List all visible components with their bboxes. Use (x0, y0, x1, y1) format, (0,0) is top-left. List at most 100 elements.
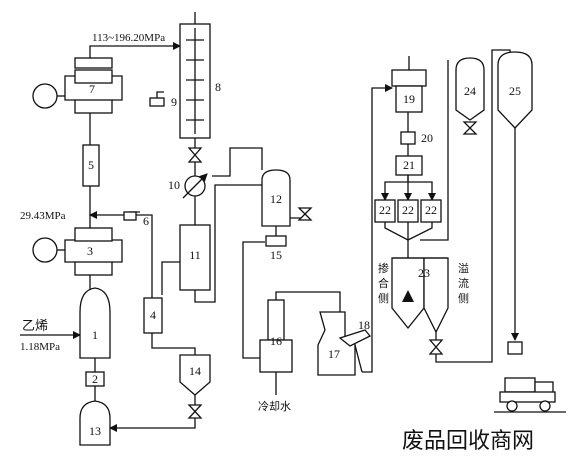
pipe-21-22a (381, 175, 409, 201)
compressor-3-upper (74, 227, 113, 242)
unit-22a (374, 199, 396, 223)
pipe-valve-25 (435, 49, 511, 363)
num-15: 15 (270, 248, 282, 262)
pipe-to-reactor (89, 42, 181, 58)
num-7: 7 (89, 82, 95, 96)
valve-12 (297, 207, 313, 221)
truck (494, 341, 566, 413)
truck-hopper (507, 341, 523, 355)
motor-3-icon (32, 237, 58, 263)
compressor-7-upper (74, 69, 113, 84)
pipe-return-13 (109, 418, 196, 432)
silo-24 (455, 57, 485, 121)
truck-bed (499, 391, 556, 403)
truck-load (504, 377, 536, 393)
num-4: 4 (150, 308, 156, 322)
num-9: 9 (171, 95, 177, 109)
num-13: 13 (89, 424, 101, 438)
pipe-11-4 (161, 261, 180, 295)
valve-24 (462, 121, 478, 135)
pipe-21-22c (408, 181, 436, 201)
num-21: 21 (403, 158, 415, 172)
pipe-compressor3-loop-right (112, 239, 123, 263)
num-12: 12 (270, 192, 282, 206)
blend-side-char-2: 合 (378, 276, 389, 290)
unit-6 (123, 211, 137, 221)
equipment (32, 12, 566, 446)
num-3: 3 (87, 244, 93, 258)
pipe-18-19 (362, 84, 393, 373)
truck-wheel-front (539, 400, 551, 412)
valve-23 (428, 339, 444, 355)
pipe-15-16 (242, 241, 265, 359)
pressure-label-top: 113~196.20MPa (92, 32, 165, 44)
num-2: 2 (92, 372, 98, 386)
num-24: 24 (464, 84, 476, 98)
num-22c: 22 (425, 203, 437, 217)
pipe-4-14 (151, 333, 196, 355)
pipe-16-17 (275, 291, 341, 312)
feed-gas-label: 乙烯 (22, 318, 48, 333)
valve-14 (187, 404, 203, 419)
unit-14 (179, 354, 211, 396)
unit-16 (259, 339, 293, 373)
blend-side-char-1: 掺 (378, 261, 389, 275)
separator-12 (261, 169, 291, 227)
pipe-11-12 (194, 184, 262, 303)
num-6: 6 (143, 214, 149, 228)
unit-4 (143, 297, 163, 334)
num-8: 8 (215, 80, 221, 94)
unit-20 (400, 131, 416, 145)
num-25: 25 (509, 84, 521, 98)
num-1: 1 (92, 328, 98, 342)
pipe-4-recycle (89, 211, 153, 298)
text-labels: 113~196.20MPa 29.43MPa 乙烯 1.18MPa 冷却水 掺 … (20, 32, 469, 413)
unit-9 (149, 97, 165, 107)
silo-25 (497, 51, 533, 129)
unit-13 (79, 400, 111, 446)
num-16: 16 (270, 334, 282, 348)
motor-7-icon (32, 83, 58, 109)
unit-22b (397, 199, 419, 223)
unit-19 (395, 85, 423, 113)
num-5: 5 (88, 158, 94, 172)
pipe-10-loop (212, 147, 263, 177)
unit-15 (265, 235, 287, 247)
pressure-label-mid: 29.43MPa (20, 210, 66, 222)
num-14: 14 (189, 364, 201, 378)
compressor-7-lower (74, 99, 113, 114)
hopper-19-top (391, 69, 427, 87)
num-10: 10 (168, 178, 180, 192)
unit-1 (79, 287, 111, 359)
blend-side-char-3: 侧 (378, 292, 389, 305)
overflow-side-char-1: 溢 (458, 261, 469, 275)
pipe-lines (20, 42, 519, 432)
num-20: 20 (421, 131, 433, 145)
unit-22c (420, 199, 442, 223)
truck-wheel-rear (506, 400, 518, 412)
overflow-side-char-2: 流 (458, 276, 469, 290)
compressor-7-top (74, 57, 113, 69)
cooling-water-label: 冷却水 (258, 400, 291, 413)
unit-18 (338, 329, 372, 347)
num-17: 17 (328, 347, 340, 361)
num-18: 18 (358, 318, 370, 332)
blend-arrow (402, 290, 414, 302)
unit-11 (179, 224, 211, 291)
watermark: 废品回收商网 (402, 428, 534, 453)
num-19: 19 (403, 92, 415, 106)
num-22a: 22 (379, 203, 391, 217)
compressor-3-lower (74, 261, 113, 276)
unit-21 (395, 155, 423, 176)
reactor-8-internals (186, 28, 204, 134)
valve-8 (187, 147, 203, 163)
pipe-compressor7-loop-right (112, 75, 123, 101)
feed-pressure-label: 1.18MPa (20, 341, 60, 353)
unit-17 (317, 311, 356, 376)
pipe-24 (420, 60, 449, 241)
component-numbers: 1 2 3 4 5 6 7 8 9 10 11 12 13 14 15 16 1… (87, 80, 521, 438)
unit-5 (82, 144, 100, 187)
pipe-compressor7-loop-left (64, 75, 75, 101)
num-23: 23 (418, 266, 430, 280)
